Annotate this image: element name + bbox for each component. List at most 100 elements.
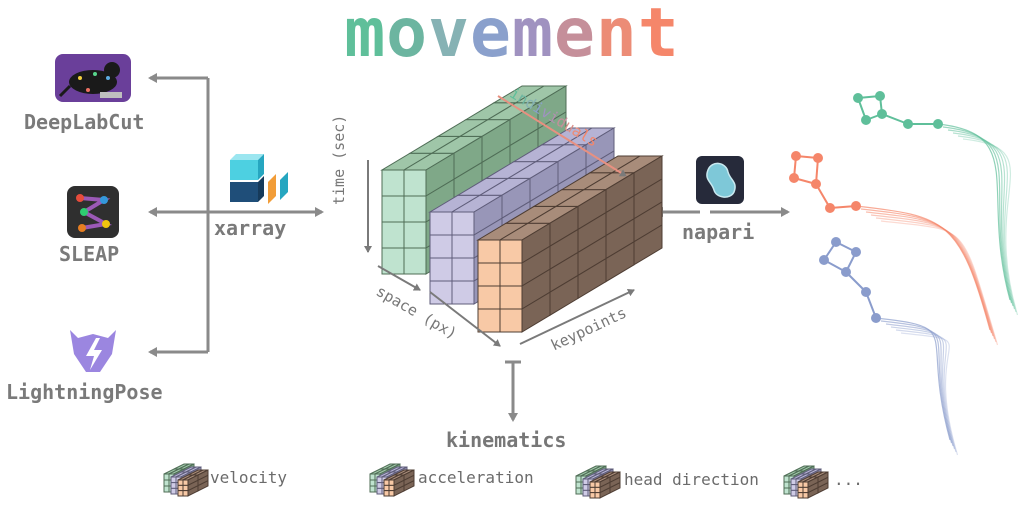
mini-purple-front-cell <box>790 484 797 491</box>
orange-layer-side-cell <box>633 224 663 266</box>
mini-orange-front-cell <box>589 481 596 488</box>
keypoint-node <box>813 153 823 163</box>
keypoint-node <box>875 91 885 101</box>
orange-layer-front-cell <box>477 285 501 310</box>
orange-layer-front-cell <box>499 308 523 333</box>
movement-title: movement <box>0 0 1024 73</box>
mini-orange-front-cell <box>797 481 804 488</box>
trajectory-line <box>900 332 959 456</box>
source-bracket <box>148 73 324 357</box>
data-cube <box>380 85 664 333</box>
deeplabcut-mouse-icon <box>55 54 131 102</box>
mini-orange-front-cell <box>589 486 596 494</box>
axis-label-time: time (sec) <box>330 114 348 205</box>
mini-orange-front-cell <box>589 492 596 499</box>
mini-orange-front-cell <box>182 484 189 492</box>
mini-green-front-cell <box>575 487 582 495</box>
napari-label: napari <box>682 220 755 244</box>
trajectory-line <box>880 220 999 346</box>
title-letter: v <box>428 0 471 73</box>
xarray-label: xarray <box>214 216 287 240</box>
mini-purple-front-cell <box>582 489 589 497</box>
trajectory-line <box>962 138 1019 316</box>
mini-orange-front-cell <box>388 490 395 497</box>
mini-green-front-cell <box>369 473 376 481</box>
mini-orange-front-cell <box>802 492 809 499</box>
kinematics-item-acceleration: acceleration <box>418 468 534 487</box>
pose-trajectories <box>789 91 1019 456</box>
mini-orange-front-cell <box>177 484 184 492</box>
mini-green-front-cell <box>575 481 582 489</box>
mini-orange-front-cell <box>182 479 189 486</box>
green-layer-front-cell <box>381 195 405 223</box>
keypoint-node <box>933 119 943 129</box>
keypoint-node <box>877 109 887 119</box>
mini-purple-front-cell <box>376 487 383 495</box>
mini-orange-side-cell <box>197 479 209 492</box>
green-layer-front-cell <box>403 169 427 197</box>
mini-orange-side-cell <box>817 481 829 494</box>
trajectory-line <box>890 326 956 450</box>
mini-green-front-cell <box>163 479 170 487</box>
mini-orange-front-cell <box>182 490 189 497</box>
xarray-icon <box>230 154 288 204</box>
keypoint-node <box>811 179 821 189</box>
trajectory-line <box>957 135 1017 313</box>
purple-layer-front-cell <box>429 234 453 259</box>
title-letter: m <box>512 0 554 73</box>
keypoint-node <box>789 173 799 183</box>
keypoint-node <box>903 119 913 129</box>
mini-orange-front-cell <box>594 486 601 494</box>
trajectory-line <box>895 329 957 453</box>
mini-orange-front-cell <box>383 479 390 486</box>
orange-layer-front-cell <box>499 285 523 310</box>
mini-purple-front-cell <box>790 478 797 486</box>
trajectory-line <box>860 208 993 334</box>
mini-orange-front-cell <box>802 481 809 488</box>
kinematics-cube-icons <box>163 463 829 499</box>
mini-orange-front-cell <box>797 492 804 499</box>
mini-green-front-cell <box>369 485 376 493</box>
trajectory-line <box>880 320 953 444</box>
trajectory-line <box>942 126 1013 304</box>
mini-purple-front-cell <box>170 487 177 495</box>
keypoint-node <box>851 201 861 211</box>
green-layer-front-cell <box>381 169 405 197</box>
mini-orange-side-cell <box>609 481 621 494</box>
mini-purple-front-cell <box>582 478 589 486</box>
source-label-deeplabcut: DeepLabCut <box>24 110 145 134</box>
keypoint-node <box>871 313 881 323</box>
mini-green-front-cell <box>575 475 582 483</box>
keypoint-node <box>825 203 835 213</box>
kinematics-title: kinematics <box>446 428 567 452</box>
mini-orange-front-cell <box>388 479 395 486</box>
purple-layer-front-cell <box>451 257 475 282</box>
purple-layer-front-cell <box>451 211 475 236</box>
kinematics-item-more: ... <box>834 470 863 489</box>
trajectory-line <box>870 214 996 340</box>
trajectory-line <box>885 323 954 447</box>
mini-purple-front-cell <box>582 484 589 491</box>
title-letter: e <box>553 0 596 73</box>
kinematics-arrow <box>505 360 521 422</box>
green-layer-front-cell <box>403 247 427 275</box>
mini-orange-front-cell <box>177 479 184 486</box>
cube-axis-arrows <box>364 95 635 347</box>
mini-orange-side-cell <box>403 479 415 492</box>
mini-orange-front-cell <box>797 486 804 494</box>
mini-purple-front-cell <box>170 482 177 489</box>
keypoint-node <box>841 267 851 277</box>
mini-cube-icon <box>783 465 829 499</box>
mini-orange-front-cell <box>383 484 390 492</box>
trajectory-line <box>855 205 991 331</box>
source-label-lightningpose: LightningPose <box>6 380 163 404</box>
keypoint-node <box>861 287 871 297</box>
trajectory-line <box>875 317 951 441</box>
keypoint-node <box>861 115 871 125</box>
kinematics-item-velocity: velocity <box>210 468 288 487</box>
title-letter: t <box>637 0 680 73</box>
mini-green-front-cell <box>163 473 170 481</box>
trajectory-line <box>865 211 994 337</box>
